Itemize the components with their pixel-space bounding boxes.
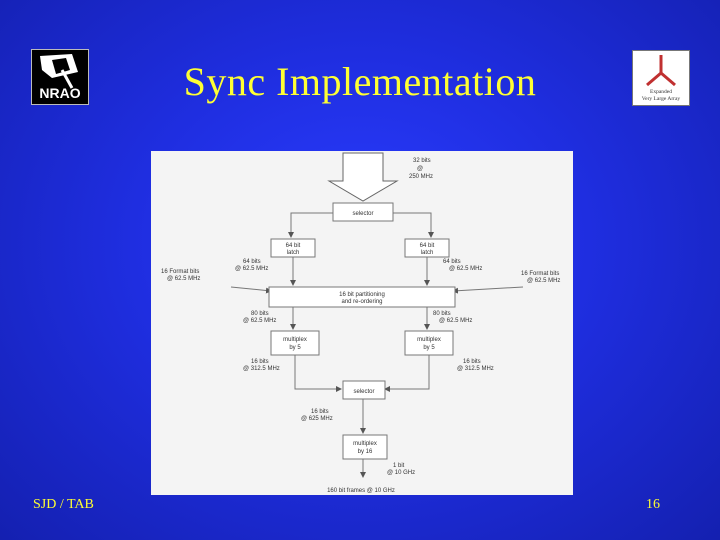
rate-right-3a: 16 bits [463,359,481,365]
rate-bottom-1: 16 bits [311,409,329,415]
input-label-2: @ [417,166,423,172]
frames-label: 160 bit frames @ 10 GHz [327,488,395,494]
footer-author: SJD / TAB [33,497,94,512]
rate-left-1a: 64 bits [243,259,261,265]
partition-2: and re-ordering [341,299,382,305]
nrao-logo-text: NRAO [39,85,80,101]
rate-right-3b: @ 312.5 MHz [457,366,494,372]
latch-left-2: latch [287,250,300,256]
format-right-2: @ 62.5 MHz [527,278,560,284]
mux-left-1: multiplex [283,337,307,343]
input-label-1: 32 bits [413,158,431,164]
format-left-2: @ 62.5 MHz [167,276,200,282]
input-label-3: 250 MHz [409,174,433,180]
rate-left-2b: @ 62.5 MHz [243,318,276,324]
slide-title: Sync Implementation [183,59,537,104]
selector-bottom: selector [353,389,374,395]
output-1: 1 bit [393,463,405,469]
rate-left-2a: 80 bits [251,311,269,317]
rate-right-2a: 80 bits [433,311,451,317]
mux-right-1: multiplex [417,337,441,343]
format-right-1: 16 Format bits [521,271,559,277]
rate-left-3b: @ 312.5 MHz [243,366,280,372]
page-number: 16 [646,497,660,512]
partition-1: 16 bit partitioning [339,292,385,298]
selector-top: selector [352,211,373,217]
format-left-1: 16 Format bits [161,269,199,275]
sync-block-diagram: 32 bits @ 250 MHz selector 64 bit latch … [151,151,573,495]
mux-left-2: by 5 [289,345,301,351]
evla-logo-line1: Expanded [650,89,672,95]
mux-bottom-2: by 16 [358,449,373,455]
rate-left-1b: @ 62.5 MHz [235,266,268,272]
mux-right-2: by 5 [423,345,435,351]
latch-right-1: 64 bit [420,243,435,249]
nrao-logo: NRAO [31,49,89,105]
mux-bottom-1: multiplex [353,441,377,447]
rate-right-2b: @ 62.5 MHz [439,318,472,324]
latch-right-2: latch [421,250,434,256]
evla-logo-line2: Very Large Array [642,96,681,102]
rate-right-1a: 64 bits [443,259,461,265]
evla-logo: Expanded Very Large Array [632,50,690,106]
latch-left-1: 64 bit [286,243,301,249]
rate-right-1b: @ 62.5 MHz [449,266,482,272]
rate-bottom-2: @ 625 MHz [301,416,333,422]
output-2: @ 10 GHz [387,470,415,476]
rate-left-3a: 16 bits [251,359,269,365]
